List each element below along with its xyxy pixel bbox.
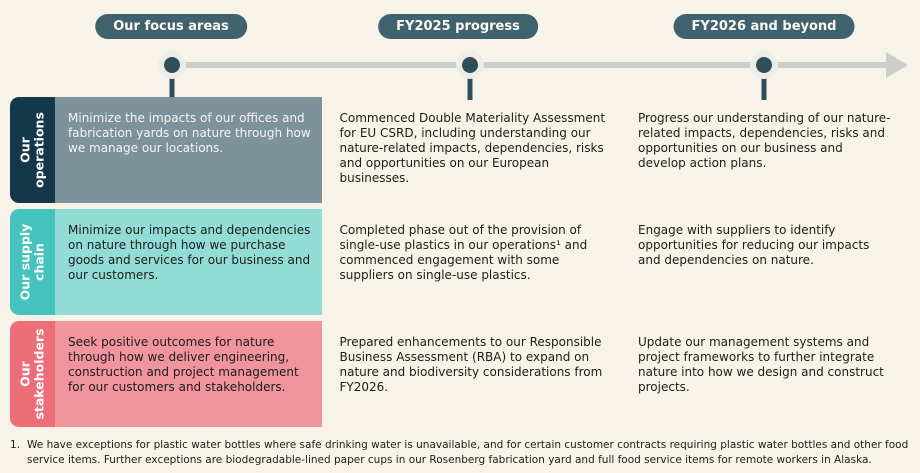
footnote-text: We have exceptions for plastic water bot… (27, 439, 909, 466)
pill-fy2025-progress: FY2025 progress (378, 14, 538, 39)
row-label-our-stakeholders: Our stakeholders (10, 321, 55, 427)
pill-our-focus-areas: Our focus areas (95, 14, 247, 39)
cell-operations-focus: Minimize the impacts of our offices and … (55, 97, 322, 203)
cell-stakeholders-fy2026: Update our management systems and projec… (638, 335, 884, 395)
cell-operations-fy2025: Commenced Double Materiality Assessment … (339, 111, 606, 186)
cell-stakeholders-fy2025: Prepared enhancements to our Responsible… (339, 335, 603, 395)
row-label-our-operations: Our operations (10, 97, 55, 203)
table-row-stakeholders-lead: Our stakeholders Seek positive outcomes … (10, 321, 322, 427)
timeline-dot-1 (158, 51, 186, 79)
timeline-connector-2 (467, 66, 473, 100)
timeline-dot-2 (456, 51, 484, 79)
timeline-connector-3 (761, 66, 767, 100)
cell-supply-focus: Minimize our impacts and dependencies on… (55, 209, 322, 315)
timeline-dot-3 (750, 51, 778, 79)
table-row-operations-lead: Our operations Minimize the impacts of o… (10, 97, 322, 203)
footnote-number: 1. (10, 439, 21, 451)
table-row-supply-lead: Our supply chain Minimize our impacts an… (10, 209, 322, 315)
cell-supply-fy2026: Engage with suppliers to identify opport… (638, 223, 870, 268)
cell-stakeholders-focus: Seek positive outcomes for nature throug… (55, 321, 322, 427)
footnote: 1. We have exceptions for plastic water … (10, 438, 910, 468)
row-label-text: Our operations (17, 112, 47, 188)
cell-supply-fy2025: Completed phase out of the provision of … (339, 223, 588, 283)
row-label-our-supply-chain: Our supply chain (10, 209, 55, 315)
timeline-arrow-icon (886, 52, 908, 78)
cell-operations-fy2026: Progress our understanding of our nature… (638, 111, 891, 171)
focus-areas-table: Our operations Minimize the impacts of o… (10, 97, 903, 427)
row-label-text: Our stakeholders (17, 328, 47, 420)
timeline-line (172, 62, 888, 68)
row-label-text: Our supply chain (17, 223, 47, 301)
timeline-connector-1 (169, 66, 175, 100)
pill-fy2026-and-beyond: FY2026 and beyond (673, 14, 855, 39)
